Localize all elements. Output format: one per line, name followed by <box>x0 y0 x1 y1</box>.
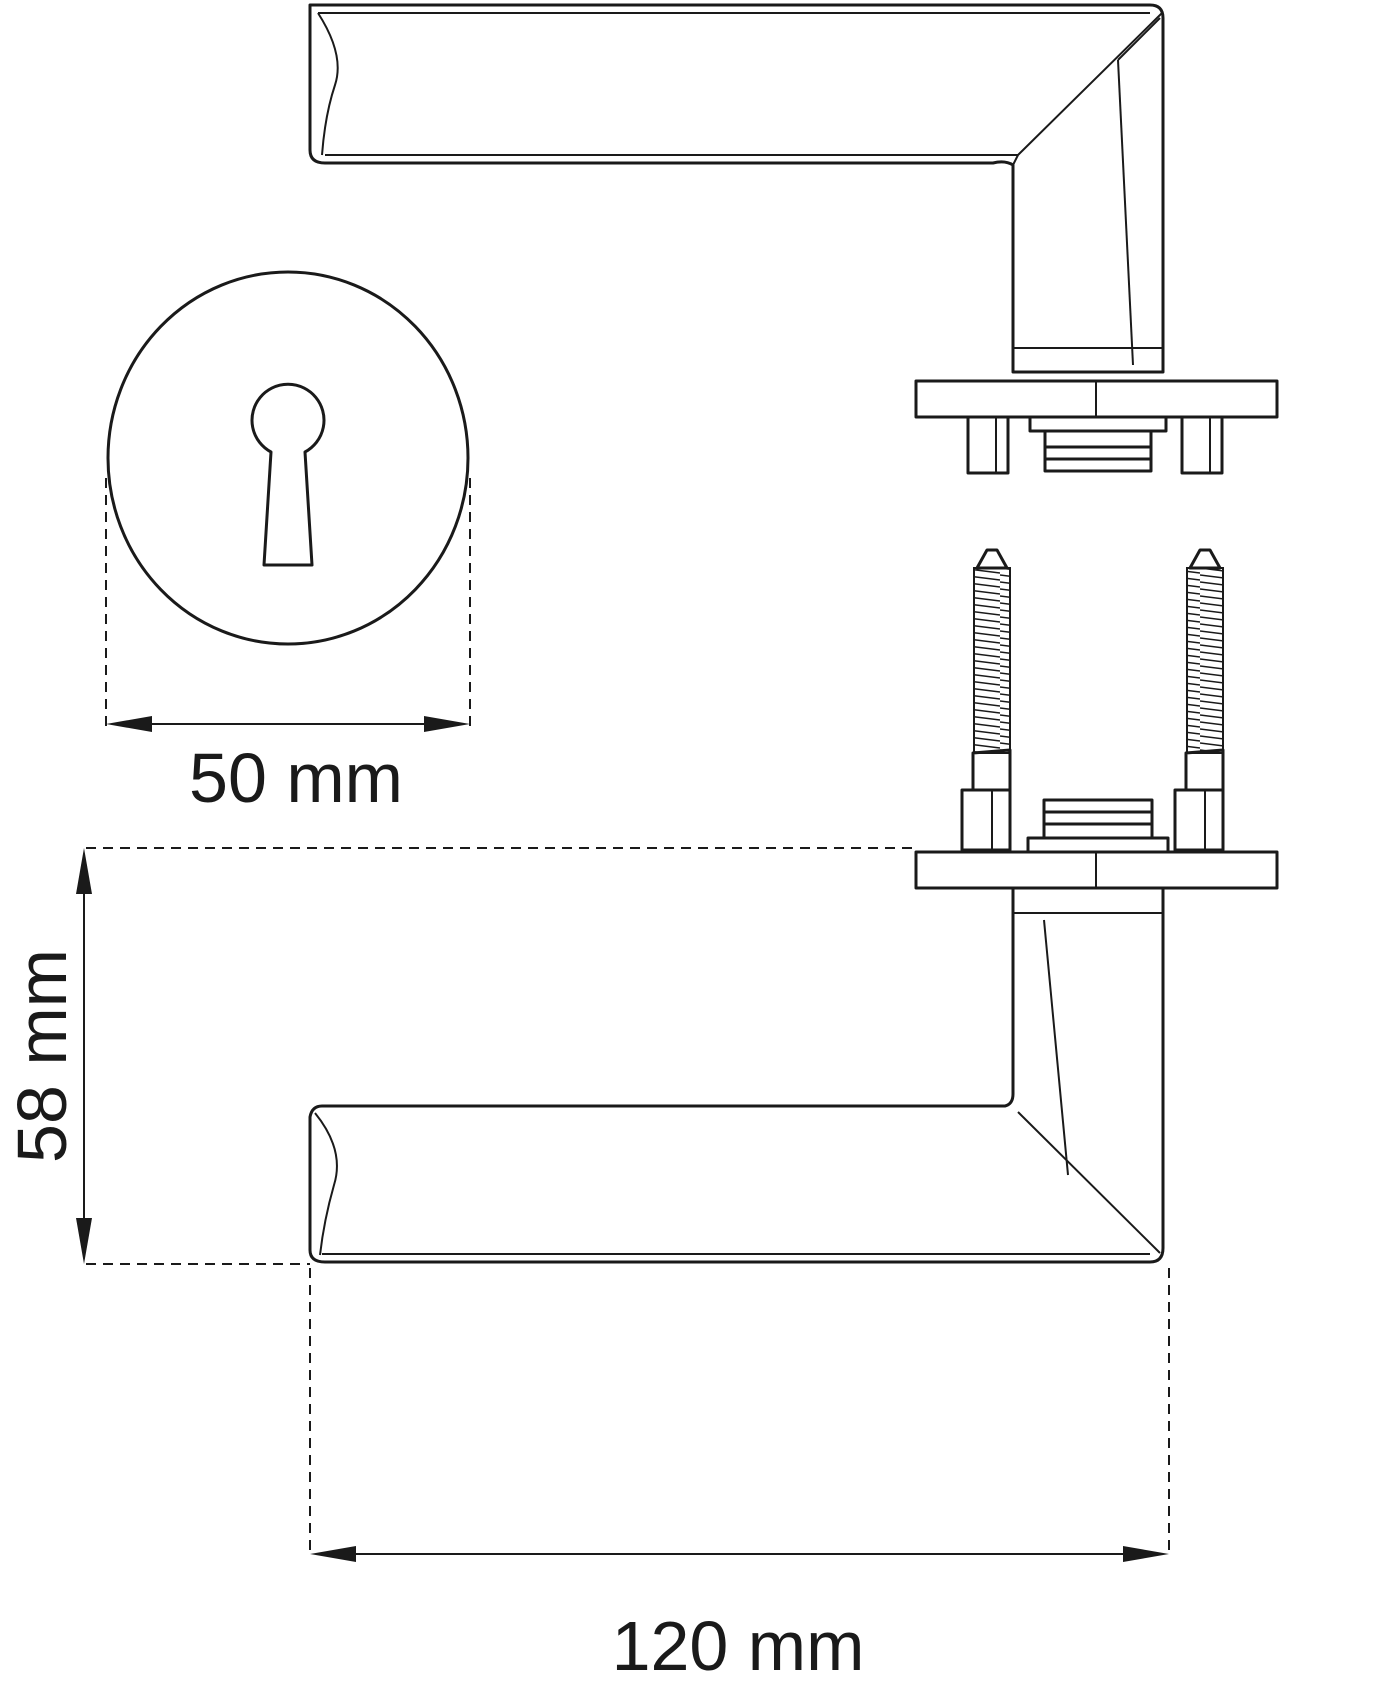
keyhole-icon <box>250 382 326 567</box>
handle-height-dimension: 58 mm <box>3 847 912 1265</box>
bottom-handle-lever <box>308 886 1165 1264</box>
rosette-diameter-label: 50 mm <box>189 739 403 817</box>
mounting-screw-right <box>1173 548 1225 852</box>
handle-length-label: 120 mm <box>612 1607 865 1685</box>
bottom-rosette-plate <box>914 798 1279 890</box>
rosette-diameter-dimension: 50 mm <box>105 478 471 817</box>
handle-height-label: 58 mm <box>3 949 81 1163</box>
mounting-screw-left <box>960 548 1012 852</box>
handle-length-dimension: 120 mm <box>309 1268 1170 1685</box>
top-handle-lever <box>308 3 1165 374</box>
top-rosette-plate <box>914 379 1279 475</box>
keyhole-rosette <box>106 270 470 646</box>
